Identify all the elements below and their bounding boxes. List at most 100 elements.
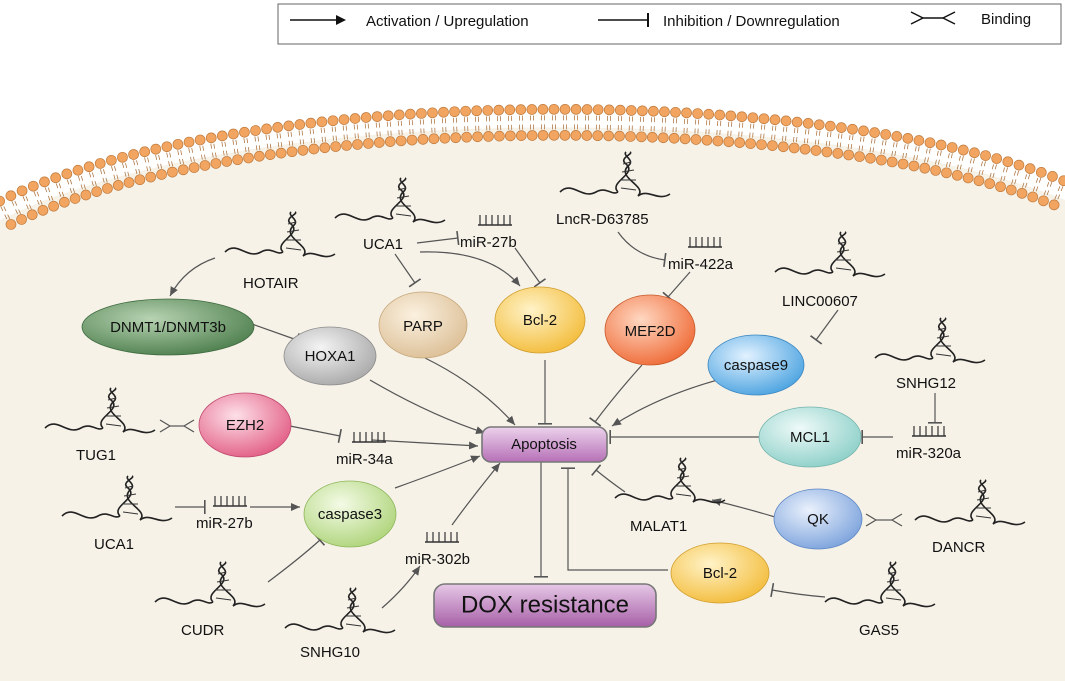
lipid-tail xyxy=(989,164,997,178)
lipid-tail xyxy=(133,160,141,174)
lipid-tail xyxy=(1032,177,1042,192)
lipid-head xyxy=(472,131,483,143)
lipid-head xyxy=(703,108,715,120)
lipid-tail xyxy=(749,123,755,138)
lipid-head xyxy=(205,132,217,144)
edge-hotair-dnmt xyxy=(169,257,216,297)
lipid-head xyxy=(139,146,151,158)
lipid-head xyxy=(228,128,239,140)
lipid-tail xyxy=(814,130,821,145)
lipid-head xyxy=(483,131,494,142)
lipid-tail xyxy=(66,179,76,193)
lipid-head xyxy=(210,158,222,169)
lncrna-snhg12: SNHG12 xyxy=(896,375,956,392)
lipid-head xyxy=(780,115,792,127)
lipid-head xyxy=(1016,187,1028,199)
lipid-head xyxy=(0,195,5,207)
lipid-tail xyxy=(77,175,86,190)
lipid-head xyxy=(123,177,135,188)
lipid-head xyxy=(603,130,615,142)
mirna-glyph-icon xyxy=(912,426,946,437)
activation-arrow-icon xyxy=(290,15,346,25)
node-parp: PARP xyxy=(378,291,468,359)
node-bcl2-bottom: Bcl-2 xyxy=(670,542,770,604)
legend-binding-label: Binding xyxy=(981,11,1031,28)
lipid-head xyxy=(791,116,803,128)
node-dnmt-label: DNMT1/DNMT3b xyxy=(110,319,226,336)
lipid-tail xyxy=(88,172,97,186)
edges xyxy=(159,230,942,609)
lipid-head xyxy=(646,131,658,143)
lipid-head xyxy=(747,112,759,124)
lipid-head xyxy=(548,103,560,115)
lipid-head xyxy=(439,132,451,144)
lipid-head xyxy=(592,104,604,116)
lipid-head xyxy=(913,135,925,146)
lipid-head xyxy=(991,153,1003,164)
lipid-head xyxy=(5,219,17,230)
lipid-head xyxy=(427,107,438,119)
lipid-tail xyxy=(254,136,261,151)
lipid-head xyxy=(294,119,306,130)
lipid-head xyxy=(875,154,887,166)
lipid-tail xyxy=(617,116,623,131)
lipid-head xyxy=(80,189,92,201)
lipid-head xyxy=(449,106,460,118)
lipid-head xyxy=(559,103,571,115)
lipid-head xyxy=(112,180,124,191)
lipid-head xyxy=(272,122,284,133)
lipid-tail xyxy=(738,122,744,137)
lipid-tail xyxy=(639,116,645,131)
lipid-head xyxy=(648,105,659,117)
node-caspase9: caspase9 xyxy=(707,334,805,396)
edge-tug1-ezh2-binding xyxy=(159,419,195,433)
lipid-tail xyxy=(967,158,975,173)
edge-linc-caspase9 xyxy=(810,309,839,345)
node-mef2d-label: MEF2D xyxy=(625,323,676,340)
node-qk-label: QK xyxy=(807,511,829,528)
lipid-head xyxy=(264,149,276,160)
lipid-tail xyxy=(584,115,589,130)
lipid-head xyxy=(177,164,189,176)
edge-uca1-bcl2 xyxy=(419,251,521,287)
lipid-head xyxy=(102,183,113,194)
edge-malat1-apoptosis xyxy=(591,464,626,493)
mirna-glyph-icon xyxy=(425,532,459,543)
lipid-tail xyxy=(0,206,11,220)
edge-mef2d-apoptosis xyxy=(589,364,643,427)
lipid-bilayer-membrane xyxy=(0,103,1065,230)
node-dox-resistance: DOX resistance xyxy=(433,583,657,628)
lipid-head xyxy=(156,169,167,180)
lipid-head xyxy=(537,104,549,115)
lipid-head xyxy=(756,139,767,150)
lipid-head xyxy=(50,172,62,184)
lipid-tail xyxy=(496,116,502,131)
lipid-head xyxy=(417,134,429,145)
lipid-head xyxy=(813,119,825,131)
lipid-head xyxy=(1035,167,1047,178)
edge-lncr-mir422a xyxy=(617,231,667,268)
lipid-head xyxy=(199,160,211,171)
lncrna-icon xyxy=(824,561,936,608)
lipid-tail xyxy=(880,140,887,155)
lipid-tail xyxy=(463,117,469,132)
lipid-head xyxy=(16,185,28,197)
lipid-tail xyxy=(792,128,799,143)
edge-cudr-caspase3 xyxy=(267,534,326,583)
lipid-head xyxy=(308,143,320,155)
lipid-head xyxy=(946,142,958,153)
lipid-head xyxy=(493,104,505,116)
lipid-tail xyxy=(1022,174,1031,188)
mirna-glyph-icon xyxy=(213,496,247,507)
lipid-head xyxy=(504,104,516,116)
lipid-head xyxy=(858,125,869,137)
lipid-head xyxy=(670,106,681,118)
lipid-head xyxy=(897,158,909,170)
lncrna-lncr-d63785: LncR-D63785 xyxy=(556,211,649,228)
lncrna-icon xyxy=(154,561,266,608)
lipid-head xyxy=(969,147,980,159)
lipid-head xyxy=(559,129,571,141)
lipid-head xyxy=(27,180,39,192)
